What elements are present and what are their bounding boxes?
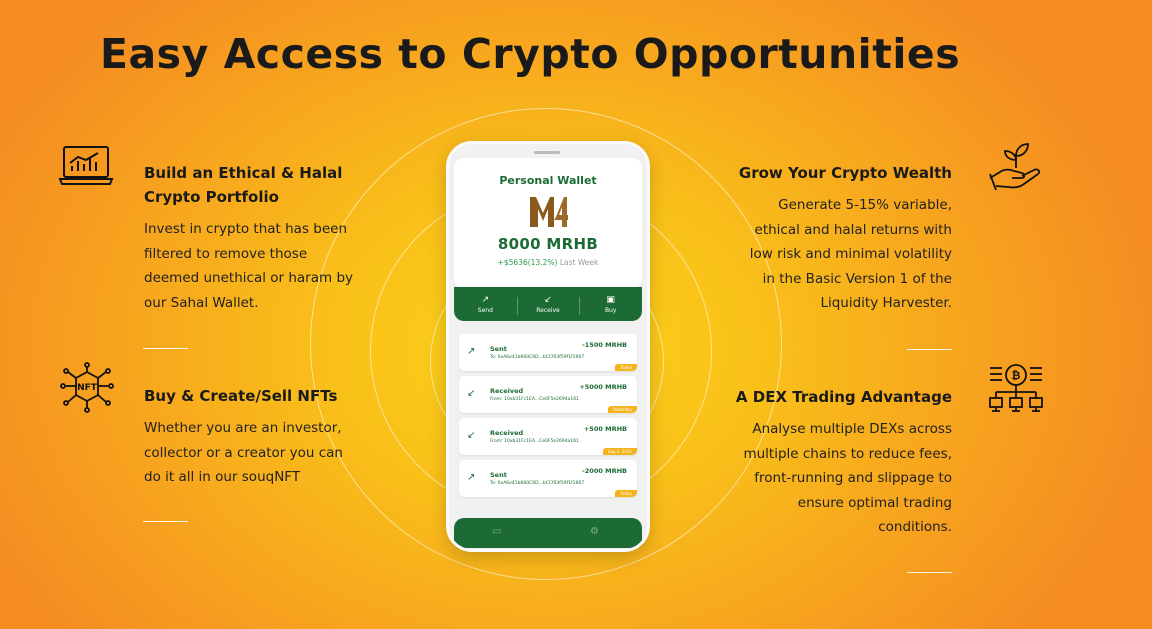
sent-arrow-icon: ↗ (467, 346, 476, 357)
tx-date-badge: Today (615, 364, 637, 371)
sent-arrow-icon: ↗ (467, 472, 476, 483)
tx-amount: -1500 MRHB (582, 341, 627, 349)
feature-ethical-portfolio: Build an Ethical & Halal Crypto Portfoli… (144, 161, 359, 315)
received-arrow-icon: ↙ (467, 388, 476, 399)
feature-text: Invest in crypto that has been filtered … (144, 221, 354, 311)
feature-title: A DEX Trading Advantage (735, 388, 952, 406)
divider (907, 349, 952, 350)
tx-address: To: 0xA6e41b660C6D...bCCf03f59f1f1667 (490, 481, 585, 486)
laptop-chart-icon (58, 145, 114, 191)
feature-nfts: Buy & Create/Sell NFTs Whether you are a… (144, 384, 354, 490)
bottom-nav: ▭ ⚙ (454, 518, 642, 548)
feature-text: Whether you are an investor, collector o… (144, 420, 343, 485)
list-item[interactable]: ↙ Received From: 10xb31Fc1EA...Ce0F5e269… (459, 376, 637, 413)
change-period: Last Week (559, 258, 599, 267)
tx-type: Sent (490, 345, 507, 353)
settings-icon[interactable]: ⚙ (590, 526, 599, 537)
wallet-icon[interactable]: ▭ (492, 526, 502, 537)
svg-text:NFT: NFT (77, 383, 98, 393)
feature-grow-wealth: Grow Your Crypto Wealth Generate 5-15% v… (734, 161, 952, 316)
divider (143, 521, 188, 522)
feature-title: Grow Your Crypto Wealth (738, 164, 952, 182)
divider (143, 348, 188, 349)
tx-date-badge: Yesterday (607, 406, 637, 413)
change-amount: +$5636(13.2%) (497, 258, 558, 267)
tx-address: From: 10xb31Fc1EA...Ce0F5e2694a161 (490, 439, 579, 444)
list-item[interactable]: ↙ Received From: 10xb31Fc1EA...Ce0F5e269… (459, 418, 637, 455)
feature-title: Build an Ethical & Halal Crypto Portfoli… (144, 164, 343, 206)
balance-change: +$5636(13.2%) Last Week (454, 258, 642, 267)
send-arrow-icon: ↗ (481, 294, 490, 305)
buy-button[interactable]: ▣ Buy (579, 294, 642, 315)
transaction-list: ↗ Sent To: 0xA6e41b660C6D...bCCf03f59f1f… (459, 334, 637, 502)
phone-speaker (534, 151, 560, 154)
tx-type: Received (490, 429, 524, 437)
tx-address: To: 0xA6e41b660C6D...bCCf03f59f1f1667 (490, 355, 585, 360)
tx-date-badge: Today (615, 490, 637, 497)
feature-title: Buy & Create/Sell NFTs (144, 387, 338, 405)
buy-label: Buy (604, 306, 617, 314)
phone-mockup: Personal Wallet 8000 MRHB +$5636(13.2%) … (446, 141, 650, 552)
tx-address: From: 10xb31Fc1EA...Ce0F5e2694a161 (490, 397, 579, 402)
received-arrow-icon: ↙ (467, 430, 476, 441)
receive-label: Receive (536, 306, 560, 314)
divider (907, 572, 952, 573)
receive-arrow-icon: ↙ (544, 294, 552, 305)
feature-text: Analyse multiple DEXs across multiple ch… (743, 421, 952, 535)
tx-amount: +500 MRHB (583, 425, 627, 433)
wallet-action-bar: ↗ Send ↙ Receive ▣ Buy (454, 287, 642, 321)
nft-circuit-icon: NFT (60, 362, 114, 418)
shopping-bag-icon: ▣ (606, 294, 615, 305)
feature-dex-trading: A DEX Trading Advantage Analyse multiple… (734, 385, 952, 540)
tx-type: Received (490, 387, 524, 395)
send-label: Send (477, 306, 493, 314)
feature-text: Generate 5-15% variable, ethical and hal… (749, 197, 952, 311)
m4-logo (528, 193, 568, 229)
tx-amount: +5000 MRHB (579, 383, 627, 391)
list-item[interactable]: ↗ Sent To: 0xA6e41b660C6D...bCCf03f59f1f… (459, 460, 637, 497)
wallet-card: Personal Wallet 8000 MRHB +$5636(13.2%) … (454, 158, 642, 288)
tx-date-badge: Sep 2, 2021 (602, 448, 637, 455)
hand-plant-icon (988, 138, 1044, 198)
bg-ring-outer (310, 108, 782, 580)
bitcoin-network-icon: ₿ (988, 362, 1044, 420)
svg-text:₿: ₿ (1012, 369, 1021, 382)
send-button[interactable]: ↗ Send (454, 295, 517, 314)
tx-type: Sent (490, 471, 507, 479)
tx-amount: -2000 MRHB (582, 467, 627, 475)
wallet-title: Personal Wallet (499, 174, 597, 187)
receive-button[interactable]: ↙ Receive (516, 294, 580, 315)
wallet-balance: 8000 MRHB (497, 235, 599, 253)
list-item[interactable]: ↗ Sent To: 0xA6e41b660C6D...bCCf03f59f1f… (459, 334, 637, 371)
page-title: Easy Access to Crypto Opportunities (100, 30, 961, 78)
